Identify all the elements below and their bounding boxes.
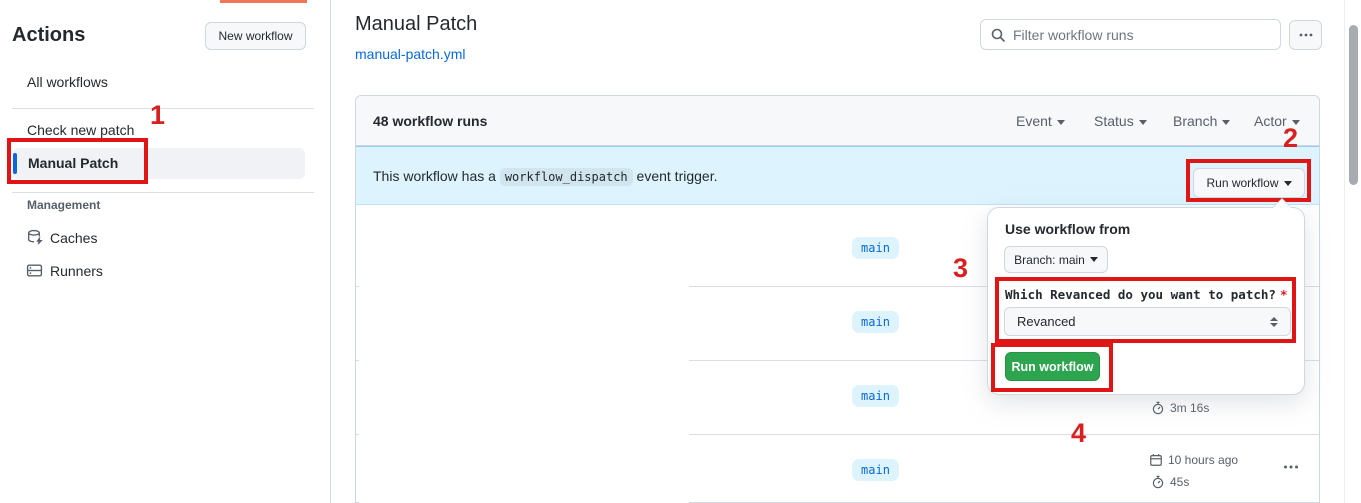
revanced-select[interactable]: Revanced <box>1004 307 1291 336</box>
workflow-dispatch-banner: This workflow has a workflow_dispatch ev… <box>356 146 1319 205</box>
kebab-icon <box>1284 465 1298 469</box>
sidebar-item-runners[interactable]: Runners <box>50 263 103 279</box>
sidebar-item-check-new-patch[interactable]: Check new patch <box>27 122 135 138</box>
branch-badge[interactable]: main <box>852 459 899 481</box>
required-asterisk: * <box>1279 287 1288 302</box>
stopwatch-icon <box>1152 475 1164 489</box>
branch-badge[interactable]: main <box>852 311 899 333</box>
redacted-run-names-area <box>359 205 689 503</box>
row-separator <box>356 360 1319 361</box>
caret-down-icon <box>1089 257 1098 262</box>
caret-down-icon <box>1283 180 1292 186</box>
branch-badge[interactable]: main <box>852 385 899 407</box>
cache-icon <box>26 229 43 251</box>
sidebar-item-all-workflows[interactable]: All workflows <box>27 74 108 90</box>
caret-down-icon <box>1291 119 1300 125</box>
filter-actor-dropdown[interactable]: Actor <box>1254 96 1300 146</box>
branch-badge[interactable]: main <box>852 237 899 259</box>
row-separator <box>356 434 1319 435</box>
filter-event-dropdown[interactable]: Event <box>1016 96 1065 146</box>
run-workflow-popup: Use workflow from Branch: main Which Rev… <box>987 198 1305 395</box>
selected-accent-bar <box>13 153 17 174</box>
divider <box>12 108 314 109</box>
popup-caret-fill <box>1273 190 1291 208</box>
popup-run-workflow-button[interactable]: Run workflow <box>1005 352 1100 381</box>
sidebar-item-manual-patch[interactable] <box>12 148 305 179</box>
workflow-dispatch-code: workflow_dispatch <box>499 168 633 186</box>
runs-panel-header: 48 workflow runs Event Status Branch Act… <box>356 96 1319 146</box>
scrollbar-thumb[interactable] <box>1349 25 1358 185</box>
run-duration: 45s <box>1151 475 1189 489</box>
workflow-input-label: Which Revanced do you want to patch?* <box>1005 287 1288 302</box>
run-workflow-dropdown-button[interactable]: Run workflow <box>1193 168 1305 198</box>
actions-sidebar: Actions New workflow All workflows Check… <box>0 0 331 503</box>
banner-text: This workflow has a workflow_dispatch ev… <box>373 168 718 186</box>
stopwatch-icon <box>1152 401 1164 415</box>
page-title: Manual Patch <box>355 13 478 35</box>
kebab-icon <box>1299 33 1312 37</box>
sidebar-title: Actions <box>12 24 86 46</box>
workflow-options-kebab-button[interactable] <box>1289 20 1322 50</box>
divider <box>12 192 314 193</box>
updown-icon <box>1270 316 1278 327</box>
run-options-kebab-button[interactable] <box>1282 459 1300 480</box>
sidebar-item-caches[interactable]: Caches <box>50 230 98 246</box>
management-section-label: Management <box>27 198 101 212</box>
caret-down-icon <box>1222 119 1231 125</box>
caret-down-icon <box>1056 119 1065 125</box>
caret-down-icon <box>1138 119 1147 125</box>
run-duration: 3m 16s <box>1151 401 1209 415</box>
filter-branch-dropdown[interactable]: Branch <box>1173 96 1231 146</box>
popup-title: Use workflow from <box>1005 221 1131 237</box>
runners-icon <box>26 262 43 284</box>
filter-runs-searchbox <box>980 19 1281 50</box>
new-workflow-button[interactable]: New workflow <box>205 22 306 50</box>
row-separator <box>356 286 1319 287</box>
search-input[interactable] <box>981 20 1280 49</box>
sidebar-item-manual-patch-label: Manual Patch <box>28 155 119 171</box>
scrollbar-track <box>1344 0 1361 503</box>
workflow-runs-count: 48 workflow runs <box>373 113 488 129</box>
run-date: 10 hours ago <box>1149 453 1238 467</box>
calendar-icon <box>1150 454 1162 466</box>
branch-select-button[interactable]: Branch: main <box>1004 246 1108 273</box>
top-progress-strip <box>220 0 307 3</box>
filter-status-dropdown[interactable]: Status <box>1094 96 1147 146</box>
workflow-file-link[interactable]: manual-patch.yml <box>355 46 466 62</box>
